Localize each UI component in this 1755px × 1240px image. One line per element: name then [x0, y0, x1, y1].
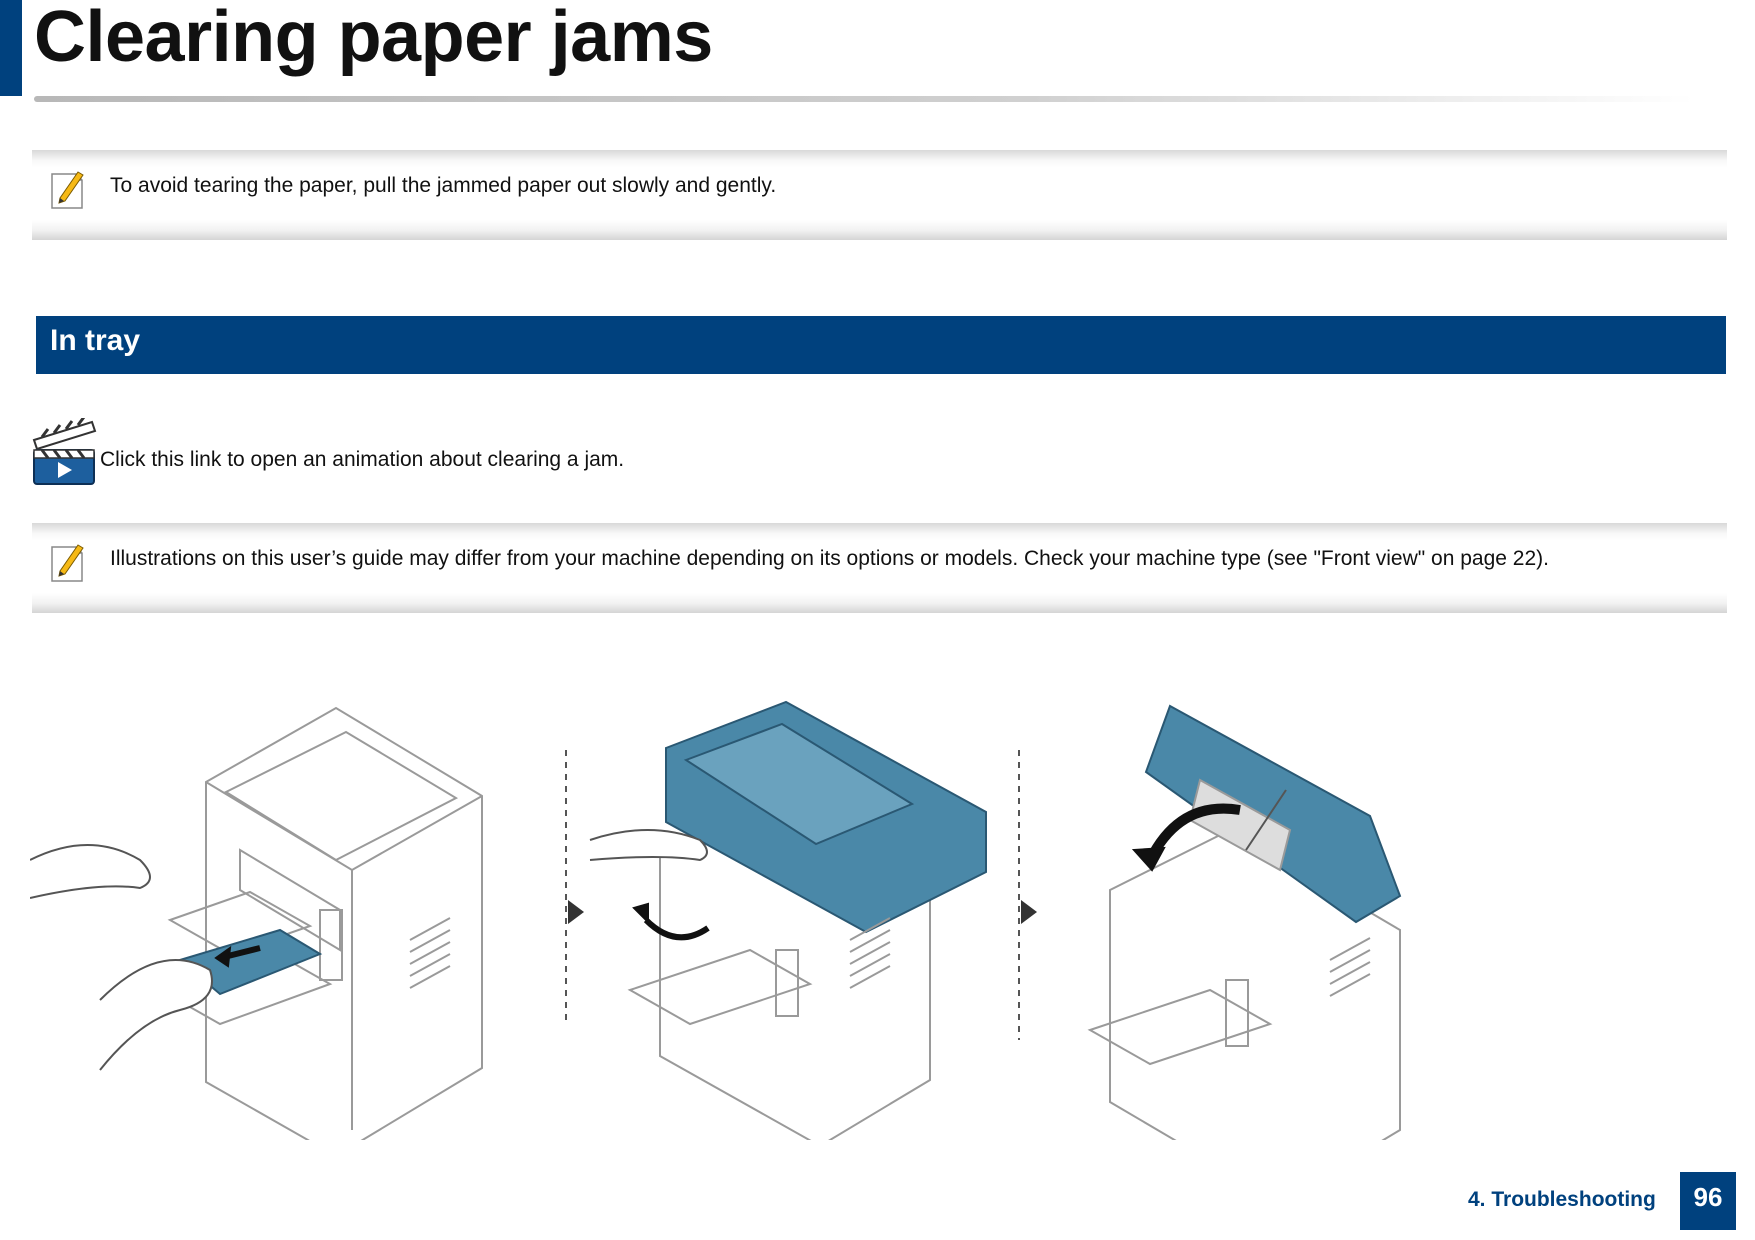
step-2-lift-cover-illustration	[589, 700, 987, 1140]
footer-chapter-label: 4. Troubleshooting	[1468, 1188, 1656, 1211]
page-number-badge: 96	[1680, 1172, 1736, 1230]
step-arrow-icon	[1021, 900, 1037, 924]
title-divider	[34, 96, 1694, 102]
page-number: 96	[1693, 1182, 1723, 1212]
clapperboard-play-icon[interactable]	[32, 418, 98, 488]
section-header: In tray	[36, 316, 1726, 374]
title-accent-bar	[0, 0, 22, 96]
step-3-open-cover-illustration	[1087, 704, 1402, 1140]
step-arrow-icon	[568, 900, 584, 924]
step-1-pull-paper-illustration	[30, 706, 483, 1140]
procedure-illustration	[30, 700, 1402, 1140]
section-title: In tray	[50, 324, 141, 357]
note-pencil-icon	[51, 544, 84, 582]
page-title: Clearing paper jams	[34, 0, 713, 77]
note-box: To avoid tearing the paper, pull the jam…	[32, 150, 1727, 240]
note-box: Illustrations on this user’s guide may d…	[32, 523, 1727, 613]
note-text: Illustrations on this user’s guide may d…	[110, 547, 1549, 570]
note-text: To avoid tearing the paper, pull the jam…	[110, 174, 777, 197]
animation-link-text[interactable]: Click this link to open an animation abo…	[100, 448, 625, 471]
note-pencil-icon	[51, 171, 84, 209]
animation-link[interactable]: Click this link to open an animation abo…	[32, 418, 932, 490]
